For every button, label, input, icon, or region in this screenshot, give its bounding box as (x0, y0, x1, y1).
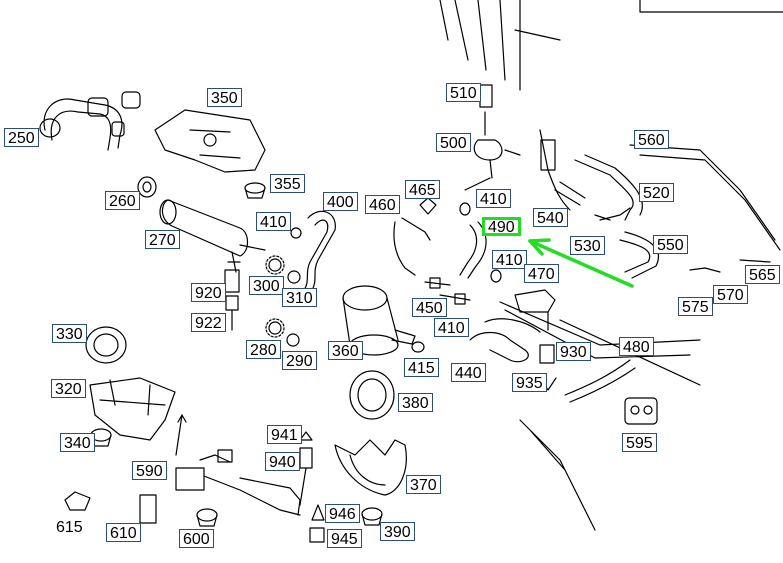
part-label-280[interactable]: 280 (246, 340, 281, 359)
part-label-300[interactable]: 300 (249, 276, 284, 295)
hose-460 (393, 217, 431, 276)
hose-480 (564, 359, 636, 403)
clip-410-left (290, 227, 302, 239)
part-label-350[interactable]: 350 (207, 88, 242, 107)
part-label-330[interactable]: 330 (52, 324, 87, 343)
part-label-410-upper[interactable]: 410 (476, 189, 511, 208)
bracket-350 (154, 109, 266, 173)
nut-300 (265, 255, 285, 275)
nut-310 (287, 270, 301, 284)
sensor-930 (539, 344, 555, 364)
valve-510 (479, 84, 493, 108)
part-label-940[interactable]: 940 (265, 452, 300, 471)
connector-946 (311, 504, 325, 521)
part-label-610[interactable]: 610 (106, 523, 141, 542)
part-label-290[interactable]: 290 (282, 351, 317, 370)
ring-380 (349, 370, 395, 420)
part-label-390[interactable]: 390 (380, 522, 415, 541)
fuel-lines (499, 301, 701, 531)
part-label-570[interactable]: 570 (713, 285, 748, 304)
part-label-520[interactable]: 520 (639, 183, 674, 202)
part-label-500[interactable]: 500 (436, 133, 471, 152)
part-610 (139, 494, 157, 524)
part-label-615: 615 (56, 519, 83, 536)
part-label-380[interactable]: 380 (398, 393, 433, 412)
hose-440 (469, 318, 541, 363)
part-label-540[interactable]: 540 (533, 208, 568, 227)
part-label-270[interactable]: 270 (145, 230, 180, 249)
part-label-550[interactable]: 550 (653, 235, 688, 254)
part-label-490[interactable]: 490 (482, 217, 521, 236)
part-label-600[interactable]: 600 (179, 529, 214, 548)
part-label-410-lower[interactable]: 410 (434, 318, 469, 337)
grommet-355 (244, 182, 266, 199)
pump-470 (514, 289, 556, 331)
hose-400 (303, 210, 336, 291)
clip-410-upper (459, 202, 471, 216)
fitting-450 (424, 277, 471, 305)
part-label-595[interactable]: 595 (622, 433, 657, 452)
clip-415 (411, 341, 425, 353)
bracket-320 (89, 377, 176, 441)
hose-490 (459, 221, 487, 279)
part-label-360[interactable]: 360 (328, 341, 363, 360)
part-label-470[interactable]: 470 (524, 264, 559, 283)
nut-290 (286, 333, 300, 347)
part-label-415[interactable]: 415 (404, 358, 439, 377)
part-label-560[interactable]: 560 (634, 130, 669, 149)
part-label-945[interactable]: 945 (327, 529, 362, 548)
part-595 (624, 397, 658, 425)
part-label-510[interactable]: 510 (446, 83, 481, 102)
part-label-575[interactable]: 575 (678, 297, 713, 316)
part-label-250[interactable]: 250 (4, 128, 39, 147)
part-label-920[interactable]: 920 (191, 283, 226, 302)
part-label-410-right[interactable]: 410 (492, 250, 527, 269)
pipe-250 (39, 91, 141, 151)
part-label-460[interactable]: 460 (365, 195, 400, 214)
grommet-390 (361, 507, 383, 526)
part-label-930[interactable]: 930 (556, 342, 591, 361)
engine-block-outline (439, 0, 783, 91)
part-label-480[interactable]: 480 (619, 337, 654, 356)
part-label-941[interactable]: 941 (267, 425, 302, 444)
part-label-340[interactable]: 340 (60, 433, 95, 452)
part-label-370[interactable]: 370 (406, 475, 441, 494)
valve-500 (464, 111, 521, 191)
ring-330 (85, 326, 127, 364)
part-label-355[interactable]: 355 (270, 174, 305, 193)
part-label-310[interactable]: 310 (282, 288, 317, 307)
part-label-260[interactable]: 260 (105, 191, 140, 210)
muffler-270 (159, 199, 266, 331)
clip-410-right (490, 269, 502, 283)
harness-590 (175, 414, 301, 516)
part-label-320[interactable]: 320 (51, 379, 86, 398)
highlight-arrow (528, 238, 634, 288)
part-label-440[interactable]: 440 (451, 363, 486, 382)
part-label-410-left[interactable]: 410 (256, 212, 291, 231)
mount-370 (334, 439, 407, 496)
part-label-565[interactable]: 565 (745, 265, 780, 284)
bracket-615 (64, 491, 91, 511)
connector-945 (309, 527, 325, 543)
nut-280 (265, 318, 285, 338)
part-label-400[interactable]: 400 (323, 192, 358, 211)
grommet-600 (196, 508, 218, 527)
part-label-530[interactable]: 530 (570, 236, 605, 255)
part-label-590[interactable]: 590 (132, 461, 167, 480)
clamp-260 (137, 176, 157, 198)
clip-465 (419, 197, 437, 215)
part-label-922[interactable]: 922 (191, 313, 226, 332)
connector-941 (299, 431, 313, 441)
part-label-946[interactable]: 946 (325, 504, 360, 523)
part-label-450[interactable]: 450 (412, 298, 447, 317)
part-label-935[interactable]: 935 (512, 373, 547, 392)
part-label-465[interactable]: 465 (405, 180, 440, 199)
connector-940 (299, 447, 313, 506)
